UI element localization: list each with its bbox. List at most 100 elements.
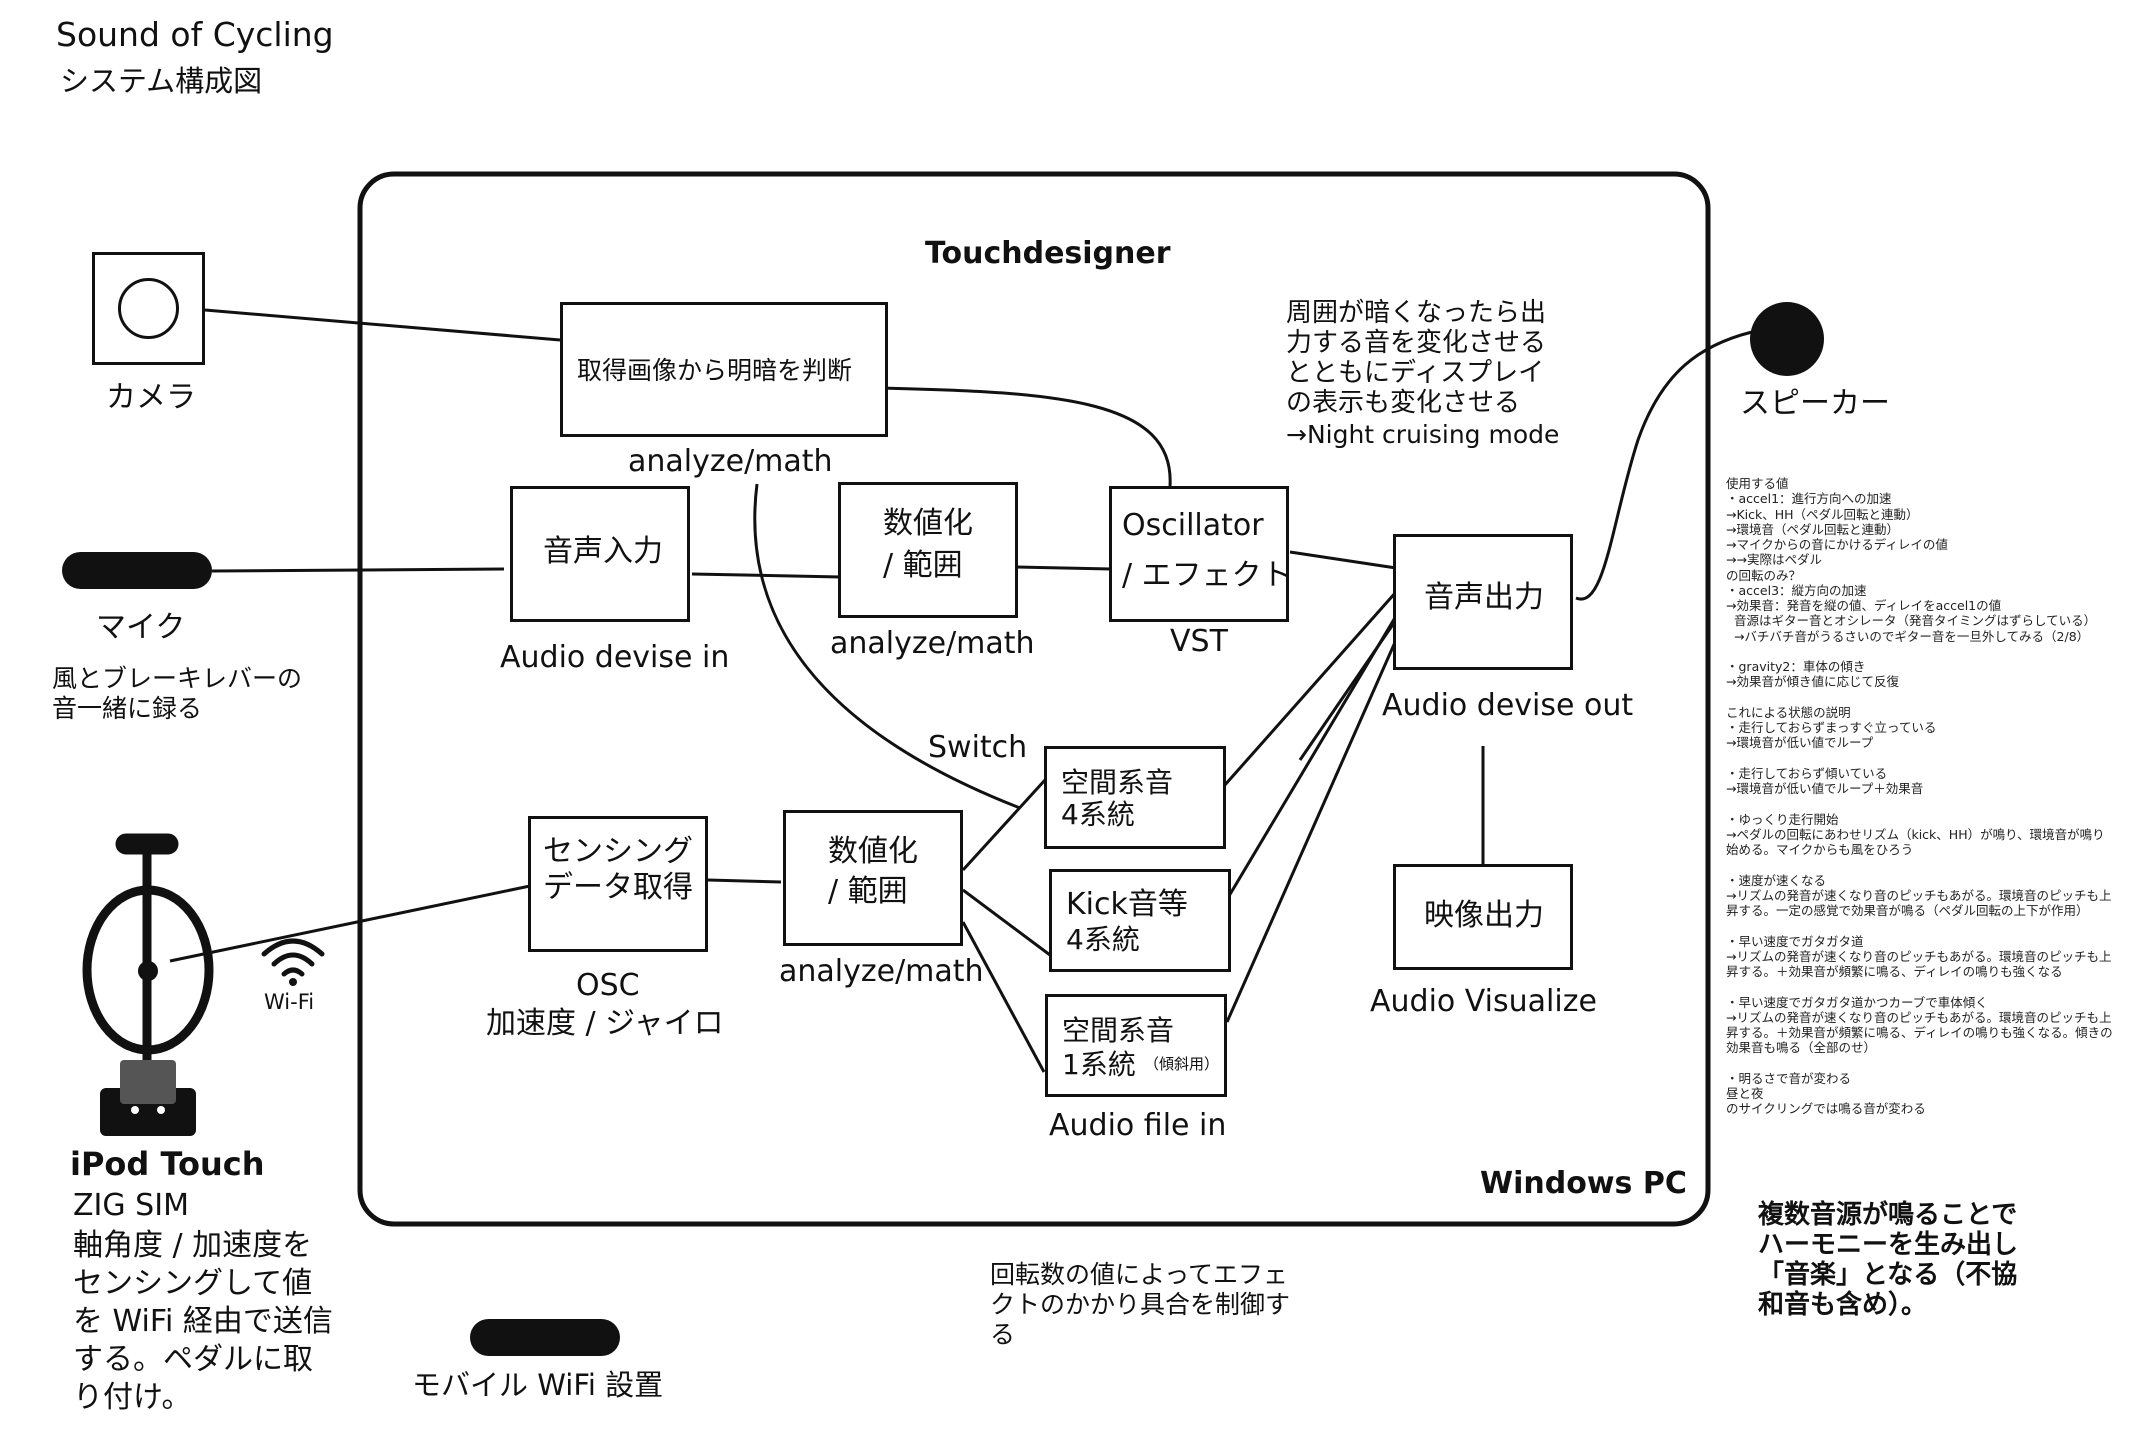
node-spatial4-line1: 空間系音 [1061, 766, 1174, 799]
ipod-line-3: センシングして値 [73, 1266, 313, 1301]
node-spatial4-line2: 4系統 [1061, 798, 1135, 831]
node-kick-line2: 4系統 [1066, 923, 1140, 956]
harmony-note-2: ハーモニーを生み出し [1758, 1230, 2019, 1260]
notes-line: →マイクからの音にかけるディレイの値 [1726, 537, 1948, 552]
node-quantize2: 数値化 / 範囲 [783, 810, 963, 946]
diagram-title: Sound of Cycling [56, 15, 334, 54]
notes-line: →環境音が低い値でループ [1726, 735, 1874, 751]
node-quantize1-caption: analyze/math [830, 626, 1035, 661]
notes-line: これによる状態の説明 [1726, 704, 1851, 720]
notes-line: →リズムの発音が速くなり音のピッチもあがる。環境音のピッチも上 [1726, 948, 2112, 964]
wire-audioin-quantize1 [691, 572, 842, 579]
node-spatial1: 空間系音 1系統 （傾斜用） [1045, 994, 1227, 1097]
touchdesigner-label: Touchdesigner [925, 236, 1171, 271]
speaker-icon [1750, 302, 1824, 376]
notes-line [1726, 979, 2126, 994]
notes-line [1726, 796, 2126, 811]
ipod-line-5: する。ペダルに取 [73, 1342, 313, 1377]
notes-line [1726, 690, 2126, 705]
node-sensing-caption-1: OSC [576, 968, 640, 1003]
notes-line: ・速度が速くなる [1726, 872, 1827, 888]
node-video-out-caption: Audio Visualize [1370, 984, 1597, 1019]
node-quantize1-line2: / 範囲 [883, 548, 963, 583]
mic-note-2: 音一緒に録る [52, 694, 203, 723]
wire-sensing-quantize2 [707, 878, 782, 884]
notes-line: 使用する値 [1726, 476, 1789, 491]
mic-note-1: 風とブレーキレバーの [52, 664, 303, 693]
rotation-note-2: クトのかかり具合を制御す [990, 1290, 1291, 1319]
node-quantize2-caption: analyze/math [779, 954, 984, 989]
node-oscillator-line2: / エフェクト [1122, 558, 1292, 593]
notes-line: 昇する。一定の感覚で効果音が鳴る（ペダル回転の上下が作用） [1726, 903, 2089, 918]
night-note-1: 周囲が暗くなったら出 [1286, 298, 1547, 328]
node-kick: Kick音等 4系統 [1049, 869, 1231, 972]
harmony-note-1: 複数音源が鳴ることで [1758, 1200, 2018, 1230]
notes-line: →バチバチ音がうるさいのでギター音を一旦外してみる（2/8） [1726, 628, 2090, 644]
windows-pc-frame [357, 171, 1711, 1227]
notes-line: ・早い速度でガタガタ道かつカーブで車体傾く [1726, 994, 1988, 1010]
mobile-wifi-icon [470, 1319, 620, 1356]
node-brightness: 取得画像から明暗を判断 [560, 302, 888, 437]
wire-out-extra [1298, 619, 1398, 761]
wire-ipod-sensing [169, 884, 531, 963]
node-spatial1-line1: 空間系音 [1062, 1014, 1175, 1047]
node-spatial1-small: （傾斜用） [1144, 1055, 1220, 1073]
wire-brightness-osc [879, 386, 1172, 487]
notes-line: →リズムの発音が速くなり音のピッチもあがる。環境音のピッチも上 [1726, 887, 2112, 903]
notes-line: ・明るさで音が変わる [1726, 1070, 1852, 1086]
node-oscillator: Oscillator / エフェクト [1109, 486, 1292, 622]
node-sensing: センシング データ取得 [528, 816, 708, 952]
notes-line: 昇する。＋効果音が頻繁に鳴る、ディレイの鳴りも強くなる [1726, 964, 2063, 979]
notes-line [1726, 857, 2126, 872]
mic-label: マイク [96, 610, 186, 645]
node-brightness-caption: analyze/math [628, 444, 833, 479]
node-quantize1: 数値化 / 範囲 [838, 482, 1018, 618]
ipod-line-6: り付け。 [73, 1380, 192, 1415]
node-quantize1-line1: 数値化 [883, 506, 973, 541]
node-spatial1-line2: 1系統 [1062, 1048, 1136, 1081]
node-audio-in: 音声入力 [510, 486, 690, 622]
wire-spatial1-out [1225, 639, 1398, 1023]
night-note-4: の表示も変化させる [1286, 388, 1521, 418]
wire-quantize1-osc [1015, 565, 1112, 571]
node-sensing-caption-2: 加速度 / ジャイロ [486, 1006, 724, 1041]
notes-line: →Kick、HH（ペダル回転と連動） [1726, 506, 1919, 522]
node-sensing-line1: センシング [543, 834, 693, 869]
notes-line [1726, 751, 2126, 766]
wire-switch-curve [753, 483, 1021, 810]
notes-line: →効果音が傾き値に応じて反復 [1726, 674, 1899, 690]
night-note-2: 力する音を変化させる [1286, 328, 1547, 358]
node-spatial4: 空間系音 4系統 [1044, 746, 1226, 849]
harmony-note-4: 和音も含め）。 [1758, 1290, 1928, 1320]
node-audio-out-label: 音声出力 [1424, 580, 1544, 615]
node-brightness-label: 取得画像から明暗を判断 [577, 356, 853, 385]
notes-line: →環境音が低い値でループ＋効果音 [1726, 781, 1924, 796]
node-quantize2-line2: / 範囲 [828, 874, 908, 909]
node-video-out: 映像出力 [1393, 864, 1573, 970]
mic-icon [62, 552, 212, 589]
notes-line: 始める。マイクからも風をひろう [1726, 842, 1914, 857]
rotation-note-3: る [990, 1320, 1016, 1349]
notes-line: →ペダルの回転にあわせリズム（kick、HH）が鳴り、環境音が鳴り [1726, 826, 2105, 842]
ipod-title: iPod Touch [70, 1145, 265, 1183]
wire-osc-audioout [1289, 550, 1397, 570]
night-note-3: とともにディスプレイ [1286, 358, 1545, 388]
node-audio-in-label: 音声入力 [543, 534, 663, 569]
speaker-label: スピーカー [1740, 386, 1890, 421]
node-video-out-label: 映像出力 [1424, 898, 1544, 933]
notes-line: ・走行しておらず傾いている [1726, 765, 1888, 781]
notes-line: →リズムの発音が速くなり音のピッチもあがる。環境音のピッチも上 [1726, 1009, 2112, 1025]
notes-line: ・gravity2：車体の傾き [1726, 659, 1866, 674]
wire-spatial4-out [1222, 591, 1398, 787]
wire-q2-kick [962, 888, 1051, 957]
harmony-note-3: 「音楽」となる（不協 [1758, 1260, 2018, 1290]
notes-line: ・ゆっくり走行開始 [1726, 811, 1839, 827]
notes-line: →環境音（ペダル回転と連動） [1726, 521, 1899, 537]
notes-panel: 使用する値・accel1：進行方向への加速→Kick、HH（ペダル回転と連動）→… [1726, 476, 2126, 1176]
wire-mic-audioin [211, 567, 505, 573]
wifi-label: Wi-Fi [264, 990, 315, 1014]
ipod-line-4: を WiFi 経由で送信 [73, 1304, 333, 1339]
camera-icon [92, 252, 205, 365]
node-audio-out: 音声出力 [1393, 534, 1573, 670]
node-spatial1-caption: Audio file in [1049, 1108, 1227, 1143]
